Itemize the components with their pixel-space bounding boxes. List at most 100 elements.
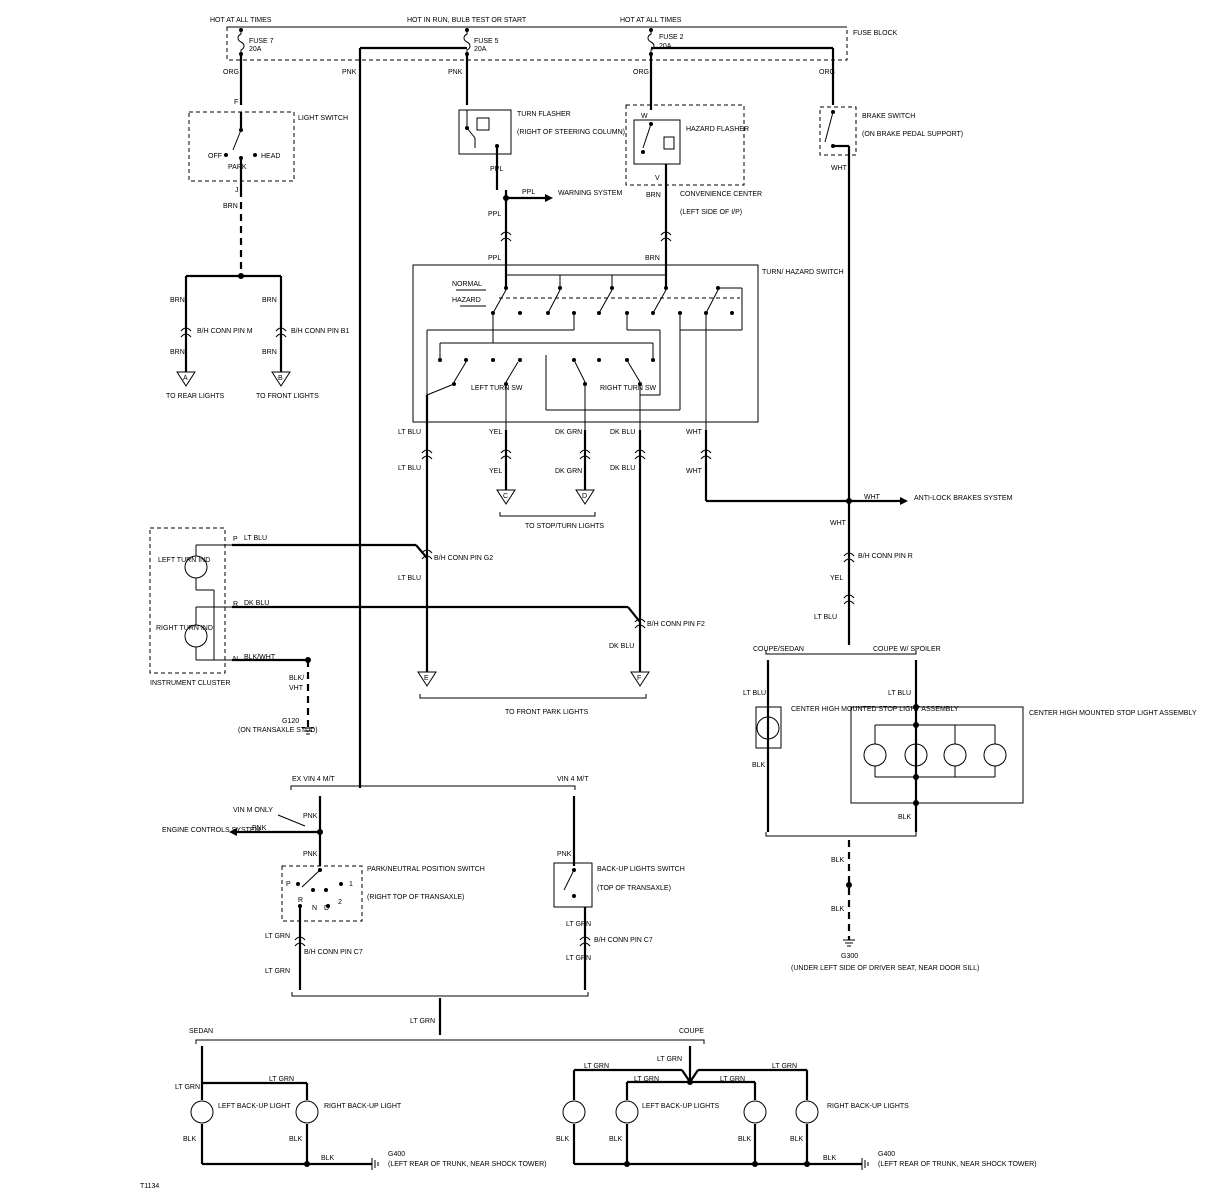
chmsl-lamp: CENTER HIGH MOUNTED STOP LIGHT ASSEMBLY [791, 706, 959, 713]
ground-g400-a-note: (LEFT REAR OF TRUNK, NEAR SHOCK TOWER) [388, 1161, 547, 1168]
ground-g400-b: G400 [878, 1151, 895, 1158]
wire-blk-3: BLK [831, 857, 845, 864]
wire-lt-grn-10: LT GRN [772, 1063, 797, 1070]
coupe-right-backup-bulb-1-icon [743, 1100, 767, 1124]
terminal-d: D [582, 493, 587, 500]
ground-g400-b-note: (LEFT REAR OF TRUNK, NEAR SHOCK TOWER) [878, 1161, 1037, 1168]
bh-conn-pin-c7-a: B/H CONN PIN C7 [304, 949, 363, 956]
wire-pnk-3: PNK [303, 813, 318, 820]
wire-dk-grn-1: DK GRN [555, 429, 582, 436]
brake-switch-name: BRAKE SWITCH [862, 113, 915, 120]
coupe-left-backup-bulb-2-icon [615, 1100, 639, 1124]
wire-brn-5: BRN [262, 349, 277, 356]
instrument-cluster: INSTRUMENT CLUSTER LEFT TURN IND RIGHT T… [149, 527, 641, 735]
bh-conn-pin-c7-b: B/H CONN PIN C7 [594, 937, 653, 944]
normal-label: NORMAL [452, 281, 482, 288]
turn-flasher-name: TURN FLASHER [517, 111, 571, 118]
wire-wht-2: WHT [686, 429, 703, 436]
fuse-2-amp-label: 20A [659, 43, 672, 50]
wire-lt-blu-5: LT BLU [814, 614, 837, 621]
chmsl-bulb-4-icon [983, 743, 1007, 767]
wire-wht-1: WHT [831, 165, 848, 172]
coupe-left-backup-label: LEFT BACK-UP LIGHTS [642, 1103, 719, 1110]
fuse-7-icon [237, 30, 245, 54]
internal-wiring [426, 313, 707, 430]
ground-g400-a: G400 [388, 1151, 405, 1158]
pn-2: 2 [338, 899, 342, 906]
light-switch-park: PARK [228, 164, 247, 171]
wire-pnk-6: PNK [557, 851, 572, 858]
wire-lt-grn-8: LT GRN [657, 1056, 682, 1063]
fuse-block-title: FUSE BLOCK [853, 30, 898, 37]
wire-blk-2: BLK [898, 814, 912, 821]
backup-section: EX VIN 4 M/T VIN 4 M/T PNK PNK VIN M ONL… [162, 776, 705, 1044]
sedan-label: SEDAN [189, 1028, 213, 1035]
sedan-right-backup-label: RIGHT BACK-UP LIGHT [324, 1103, 402, 1110]
light-switch-head: HEAD [261, 153, 280, 160]
wire-lt-grn-12: LT GRN [720, 1076, 745, 1083]
wire-blk-6: BLK [289, 1136, 303, 1143]
hot-at-all-times-right-label: HOT AT ALL TIMES [620, 17, 682, 24]
to-stop-turn-lights: TO STOP/TURN LIGHTS [525, 523, 604, 530]
wire-blk-7: BLK [321, 1155, 335, 1162]
wire-lt-blu-1: LT BLU [398, 429, 421, 436]
bh-conn-pin-m: B/H CONN PIN M [197, 328, 253, 335]
wire-ppl-3: PPL [488, 211, 501, 218]
wire-blk-11: BLK [790, 1136, 804, 1143]
wire-lt-grn-11: LT GRN [634, 1076, 659, 1083]
to-anti-lock: ANTI-LOCK BRAKES SYSTEM [914, 495, 1013, 502]
brake-switch: BRAKE SWITCH (ON BRAKE PEDAL SUPPORT) WH… [819, 106, 963, 645]
fuse-2-icon [647, 30, 655, 54]
wire-pnk-1: PNK [342, 69, 357, 76]
ground-g400-a-icon [371, 1158, 379, 1170]
wire-ppl-2: PPL [522, 189, 535, 196]
vin-4-mt: VIN 4 M/T [557, 776, 589, 783]
to-rear-lights: TO REAR LIGHTS [166, 393, 225, 400]
right-turn-sw: RIGHT TURN SW [600, 385, 657, 392]
connector-pin-b1-icon [275, 327, 287, 338]
light-switch-pin-f: F [234, 99, 238, 106]
coupe-sedan: COUPE/SEDAN [753, 646, 804, 653]
wire-blk-5: BLK [183, 1136, 197, 1143]
wire-dk-blu-2: DK BLU [610, 465, 635, 472]
ground-g300: G300 [841, 953, 858, 960]
terminal-c-icon [496, 489, 516, 505]
park-neutral-switch: PARK/NEUTRAL POSITION SWITCH [367, 866, 485, 873]
coupe-left-backup-bulb-1-icon [562, 1100, 586, 1124]
fuse-7-amp-label: 20A [249, 46, 262, 53]
coupe-label: COUPE [679, 1028, 704, 1035]
fuse-2-label: FUSE 2 [659, 34, 684, 41]
engine-controls-system: ENGINE CONTROLS SYSTEM [162, 827, 261, 834]
wire-dk-grn-2: DK GRN [555, 468, 582, 475]
to-front-lights: TO FRONT LIGHTS [256, 393, 319, 400]
chmsl-bulb-2-icon [904, 743, 928, 767]
wire-lt-grn-5: LT GRN [410, 1018, 435, 1025]
switch-output-wires: LT BLU YEL DK GRN DK BLU WHT LT BLU YEL … [398, 395, 1013, 672]
wire-vht: VHT [289, 685, 304, 692]
to-front-park-lights: TO FRONT PARK LIGHTS [505, 709, 589, 716]
ground-g120-note: (ON TRANSAXLE STUD) [238, 727, 318, 734]
terminal-f: F [637, 675, 641, 682]
wire-lt-grn-9: LT GRN [584, 1063, 609, 1070]
wire-lt-blu-3: LT BLU [244, 535, 267, 542]
backup-lights-switch: BACK-UP LIGHTS SWITCH [597, 866, 685, 873]
ground-g400-b-icon [861, 1158, 869, 1170]
feed-wires: ORG PNK PNK ORG ORG [223, 46, 835, 788]
wire-blk-9: BLK [609, 1136, 623, 1143]
terminal-d-icon [575, 489, 595, 505]
pn-d: D [324, 905, 329, 912]
coupe-right-backup-bulb-2-icon [795, 1100, 819, 1124]
wire-blk-1: BLK [752, 762, 766, 769]
ground-g120-icon [302, 727, 314, 735]
chmsl-bulb-3-icon [943, 743, 967, 767]
bh-conn-pin-f2: B/H CONN PIN F2 [647, 621, 705, 628]
wire-blk-wht: BLK/WHT [244, 654, 276, 661]
chmsl-section: WHT B/H CONN PIN R YEL LT BLU COUPE/SEDA… [743, 520, 1197, 972]
wire-yel-3: YEL [830, 575, 843, 582]
coupe-backup-lights: LT GRN LT GRN LT GRN LT GRN LT GRN LEFT … [556, 1046, 1037, 1170]
coupe-w-spoiler: COUPE W/ SPOILER [873, 646, 941, 653]
light-switch-pin-j: J [235, 187, 239, 194]
wire-wht-4: WHT [864, 494, 881, 501]
hazard-flasher: W V HAZARD FLASHER CONVENIENCE CENTER (L… [625, 104, 762, 262]
